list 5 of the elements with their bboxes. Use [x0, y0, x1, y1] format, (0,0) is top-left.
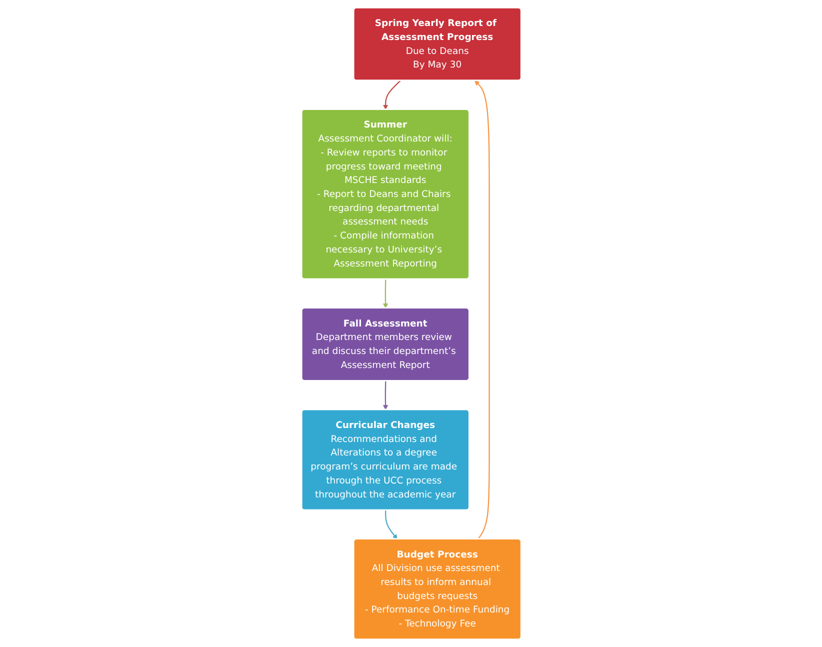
arrow — [474, 80, 490, 540]
arrow — [382, 279, 388, 308]
arrow — [382, 380, 388, 410]
arrow — [384, 510, 398, 540]
arrow — [382, 80, 400, 110]
